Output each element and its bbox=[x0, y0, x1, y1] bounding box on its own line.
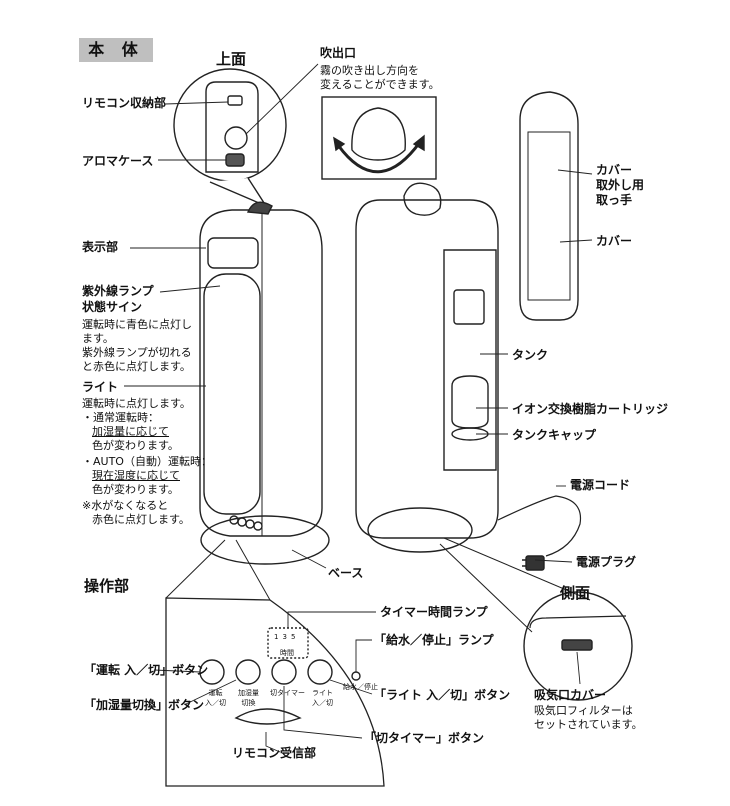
light-note-6: 現在湿度に応じて bbox=[92, 469, 180, 482]
uv-note-1: 運転時に青色に点灯し bbox=[82, 318, 192, 331]
uv-note-2: ます。 bbox=[82, 332, 114, 345]
label-water-lamp: 「給水／停止」ランプ bbox=[374, 633, 494, 647]
top-view-body bbox=[205, 81, 259, 173]
label-cover-handle-3: 取っ手 bbox=[596, 193, 633, 207]
leader-lines bbox=[124, 63, 593, 753]
base-rear bbox=[367, 507, 473, 553]
outlet-dome bbox=[351, 107, 406, 161]
amount-button[interactable] bbox=[235, 659, 261, 685]
offtimer-small-label: 切タイマー bbox=[270, 689, 305, 697]
light-small-1: ライト bbox=[312, 689, 333, 697]
front-body bbox=[199, 209, 323, 537]
power-cord bbox=[497, 495, 582, 557]
panel-frame bbox=[165, 597, 385, 787]
label-light: ライト bbox=[82, 380, 119, 394]
label-uv-lamp-2: 状態サイン bbox=[82, 300, 143, 314]
label-light-button: 「ライト 入／切」ボタン bbox=[374, 688, 511, 702]
timer-word: 時間 bbox=[280, 649, 294, 657]
base-front bbox=[200, 515, 330, 565]
light-note-2: ・通常運転時： bbox=[82, 411, 159, 424]
label-base: ベース bbox=[328, 566, 364, 580]
water-small-label: 給水／停止 bbox=[343, 683, 378, 691]
light-note-9: 赤色に点灯します。 bbox=[92, 513, 190, 526]
label-remote-receiver: リモコン受信部 bbox=[232, 746, 317, 760]
amount-small-1: 加湿量 bbox=[238, 689, 259, 697]
label-offtimer-button: 「切タイマー」ボタン bbox=[364, 731, 485, 745]
label-cover-handle-1: カバー bbox=[596, 163, 633, 177]
aroma-case-slot bbox=[225, 153, 245, 167]
ion-cartridge bbox=[451, 375, 489, 429]
outlet-note-1: 霧の吹き出し方向を bbox=[320, 64, 419, 77]
label-cover: カバー bbox=[596, 234, 633, 248]
intake-note-2: セットされています。 bbox=[534, 718, 643, 731]
uv-note-3: 紫外線ランプが切れる bbox=[82, 346, 192, 359]
light-note-5: ・AUTO（自動）運転時： bbox=[82, 455, 212, 468]
remote-storage-slot bbox=[227, 95, 243, 106]
light-note-8: ※水がなくなると bbox=[82, 499, 169, 512]
display-panel bbox=[207, 237, 259, 269]
offtimer-button[interactable] bbox=[271, 659, 297, 685]
label-tank: タンク bbox=[512, 348, 549, 362]
side-view-circle bbox=[523, 591, 633, 701]
label-uv-lamp-1: 紫外線ランプ bbox=[82, 284, 154, 298]
rotation-arrow bbox=[336, 141, 422, 174]
run-small-1: 運転 bbox=[208, 689, 223, 697]
label-run-button: 「運転 入／切」ボタン bbox=[84, 663, 209, 677]
run-small-label: 運転 入／切 bbox=[205, 688, 226, 708]
light-small-2: 入／切 bbox=[312, 699, 333, 707]
water-stop-lamp bbox=[351, 671, 361, 681]
control-buttons-front bbox=[229, 515, 263, 531]
light-button[interactable] bbox=[307, 659, 333, 685]
remote-receiver-window bbox=[234, 708, 302, 725]
label-display: 表示部 bbox=[82, 240, 119, 254]
tank-window bbox=[453, 289, 485, 325]
top-view-title: 上面 bbox=[216, 50, 247, 68]
label-power-plug: 電源プラグ bbox=[576, 555, 637, 569]
light-note-7: 色が変わります。 bbox=[92, 483, 179, 496]
timer-num-3: 3 bbox=[282, 633, 291, 641]
light-note-3: 加湿量に応じて bbox=[92, 425, 169, 438]
uv-note-4: と赤色に点灯します。 bbox=[82, 360, 191, 373]
label-power-cord: 電源コード bbox=[570, 478, 631, 492]
amount-small-2: 切換 bbox=[241, 699, 256, 707]
cover bbox=[519, 91, 579, 321]
label-remote-storage: リモコン収納部 bbox=[82, 96, 167, 110]
run-small-2: 入／切 bbox=[205, 699, 226, 707]
light-note-4: 色が変わります。 bbox=[92, 439, 179, 452]
top-outlet-dome bbox=[224, 126, 248, 150]
light-small-label: ライト 入／切 bbox=[312, 688, 333, 708]
label-outlet: 吹出口 bbox=[320, 46, 357, 60]
label-tank-cap: タンクキャップ bbox=[512, 428, 597, 442]
rear-dome bbox=[403, 182, 442, 216]
intake-note-1: 吸気口フィルターは bbox=[534, 704, 633, 717]
label-aroma-case: アロマケース bbox=[82, 154, 154, 168]
label-intake-cover: 吸気口カバー bbox=[534, 688, 607, 702]
light-strip bbox=[203, 273, 261, 515]
tank bbox=[443, 249, 497, 471]
label-ion-cartridge: イオン交換樹脂カートリッジ bbox=[512, 402, 669, 416]
timer-numbers: 135 bbox=[274, 633, 299, 641]
label-cover-handle-2: 取外し用 bbox=[596, 178, 645, 192]
panel-title: 操作部 bbox=[84, 577, 130, 595]
rear-body bbox=[355, 199, 499, 539]
outlet-note-2: 変えることができます。 bbox=[320, 78, 440, 91]
amount-small-label: 加湿量 切換 bbox=[238, 688, 259, 708]
intake-cover bbox=[561, 639, 593, 651]
outlet-nozzle bbox=[246, 201, 273, 215]
light-note-1: 運転時に点灯します。 bbox=[82, 397, 191, 410]
side-view-title: 側面 bbox=[560, 584, 591, 602]
label-timer-lamp: タイマー時間ランプ bbox=[380, 605, 488, 619]
outlet-box bbox=[321, 96, 437, 180]
timer-num-1: 1 bbox=[274, 633, 283, 641]
label-amount-button: 「加湿量切換」ボタン bbox=[84, 698, 205, 712]
page-title: 本 体 bbox=[79, 38, 153, 62]
power-plug bbox=[525, 555, 545, 571]
timer-num-5: 5 bbox=[290, 633, 300, 641]
